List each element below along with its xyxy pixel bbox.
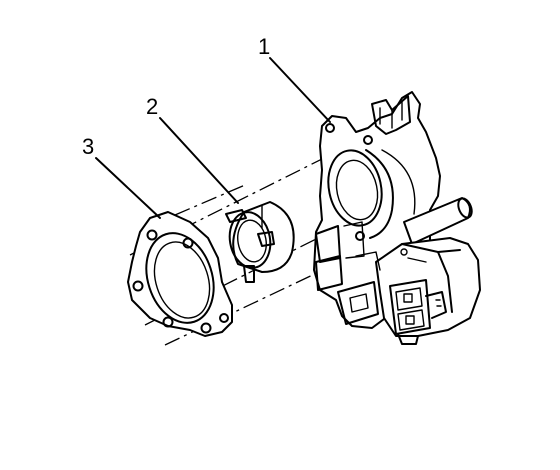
leader-line-2 [159,117,239,204]
leader-lines [95,57,331,219]
seal-part-2 [225,201,295,283]
callout-label-1: 1 [258,34,270,59]
leader-line-1 [269,57,331,123]
callout-label-3: 3 [82,134,94,159]
gasket-part-3 [127,211,233,337]
callout-label-2: 2 [146,94,158,119]
leader-line-3 [95,157,161,219]
throttle-body-part-1 [313,91,481,345]
